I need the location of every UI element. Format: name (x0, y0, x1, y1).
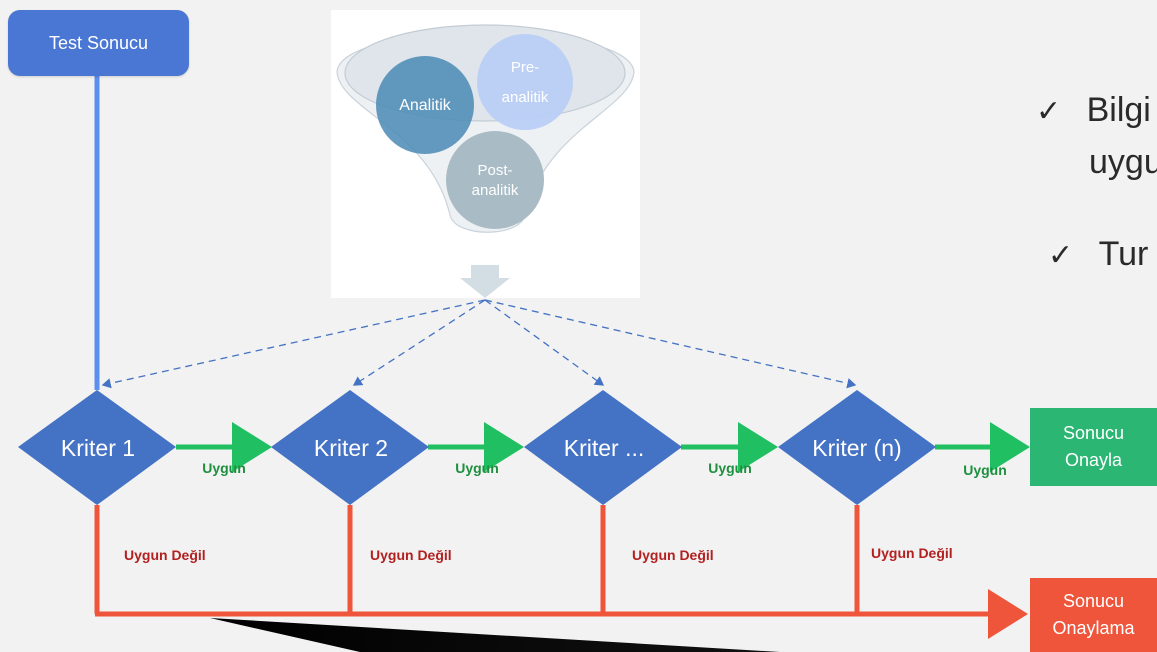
side-bullet-1-text-2: uygu (1089, 143, 1157, 181)
circle-pre-label-2: analitik (502, 89, 549, 106)
circle-pre-analitik (477, 34, 573, 130)
funnel-down-arrow-icon (460, 265, 510, 298)
fail-label-3: Uygun Değil (632, 547, 714, 563)
pass-label-3: Uygun (708, 460, 752, 476)
circle-post-label-2: analitik (472, 182, 519, 199)
approve-result-box: Sonucu Onayla (1030, 408, 1157, 486)
fail-label-4: Uygun Değil (871, 545, 953, 561)
pass-label-2: Uygun (455, 460, 499, 476)
side-bullet-1: ✓ Bilgi (1036, 88, 1151, 134)
criteria-diamond-2 (271, 390, 429, 505)
circle-post-analitik (446, 131, 544, 229)
circle-post-label: Post- (477, 162, 512, 179)
criteria-diamond-1 (18, 390, 176, 505)
reject-line-1: Sonucu (1062, 591, 1125, 611)
criteria-label-4: Kriter (n) (812, 435, 901, 461)
reject-line-2: Onaylama (1052, 618, 1135, 638)
criteria-diamonds (18, 390, 936, 505)
side-bullet-1-text: Bilgi (1086, 91, 1151, 129)
approve-line-1: Sonucu (1062, 423, 1125, 443)
decorative-wedge (210, 618, 780, 652)
circle-pre-label: Pre- (511, 59, 539, 76)
criteria-label-1: Kriter 1 (61, 435, 135, 461)
fail-label-1: Uygun Değil (124, 547, 206, 563)
circle-analitik (376, 56, 474, 154)
side-bullet-2: ✓ Tur (1048, 232, 1148, 278)
reject-result-box: Sonucu Onaylama (1030, 578, 1157, 652)
side-bullet-2-text: Tur (1098, 235, 1149, 273)
side-bullet-1-line-2: uygu (1089, 140, 1157, 184)
check-icon: ✓ (1036, 95, 1062, 128)
dashed-connectors (101, 299, 857, 389)
start-box-test-sonucu: Test Sonucu (8, 10, 189, 76)
fail-label-2: Uygun Değil (370, 547, 452, 563)
criteria-diamond-4 (778, 390, 936, 505)
fail-lines (94, 505, 1028, 639)
criteria-label-2: Kriter 2 (314, 435, 388, 461)
circle-analitik-label: Analitik (399, 97, 452, 114)
pass-label-1: Uygun (202, 460, 246, 476)
start-label: Test Sonucu (48, 32, 149, 53)
check-icon: ✓ (1048, 239, 1074, 272)
criteria-label-3: Kriter ... (564, 435, 645, 461)
approve-line-2: Onayla (1064, 450, 1123, 470)
criteria-diamond-3 (524, 390, 682, 505)
pass-label-4: Uygun (963, 462, 1007, 478)
